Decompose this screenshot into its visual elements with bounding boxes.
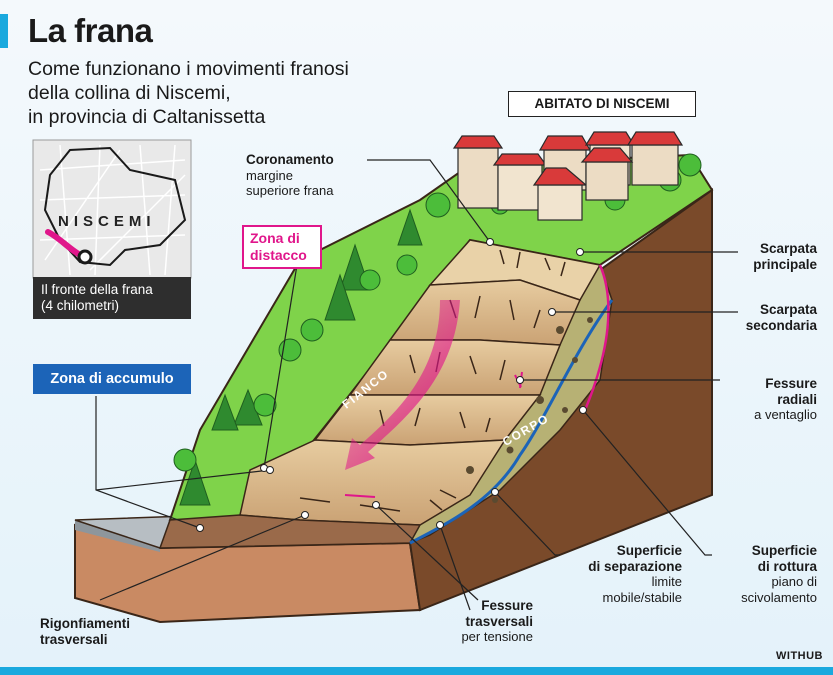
trees (173, 153, 702, 506)
zone-detachment-label: Zona di distacco (242, 225, 322, 269)
body-rocks (466, 317, 593, 503)
page-subtitle: Come funzionano i movimenti franosi dell… (28, 58, 349, 128)
bottom-bar (0, 667, 833, 675)
rupture-surface-label: Superficie di rottura piano di scivolame… (741, 543, 817, 605)
leader-dots (196, 238, 587, 532)
separation-surface-line (409, 299, 614, 545)
map-place-name: NISCEMI (58, 213, 156, 230)
slide-terraces (158, 239, 602, 549)
transverse-cracks-label: Fessure trasversali per tensione (461, 598, 533, 644)
separation-surface-label: Superficie di separazione limite mobile/… (588, 543, 682, 605)
zone-accumulation-label: Zona di accumulo (33, 364, 191, 394)
leader-lines (95, 159, 738, 611)
page-title: La frana (28, 12, 153, 49)
town-houses (452, 131, 684, 221)
town-label: ABITATO DI NISCEMI (508, 91, 696, 117)
movement-arrow (345, 300, 460, 470)
credit-logo: WITHUB (776, 650, 823, 662)
map-caption: Il fronte della frana (4 chilometri) (33, 277, 191, 319)
accent-bar (0, 14, 8, 48)
radial-cracks-label: Fessure radiali a ventaglio (754, 376, 817, 422)
main-scarp-label: Scarpata principale (753, 241, 817, 272)
secondary-scarp-label: Scarpata secondaria (745, 302, 817, 333)
crown-label: Coronamento margine superiore frana (246, 152, 334, 198)
transverse-swelling-label: Rigonfiamenti trasversali (40, 616, 130, 647)
map-location-dot (77, 249, 93, 265)
inset-map (32, 139, 192, 279)
rupture-surface-line (583, 264, 610, 411)
